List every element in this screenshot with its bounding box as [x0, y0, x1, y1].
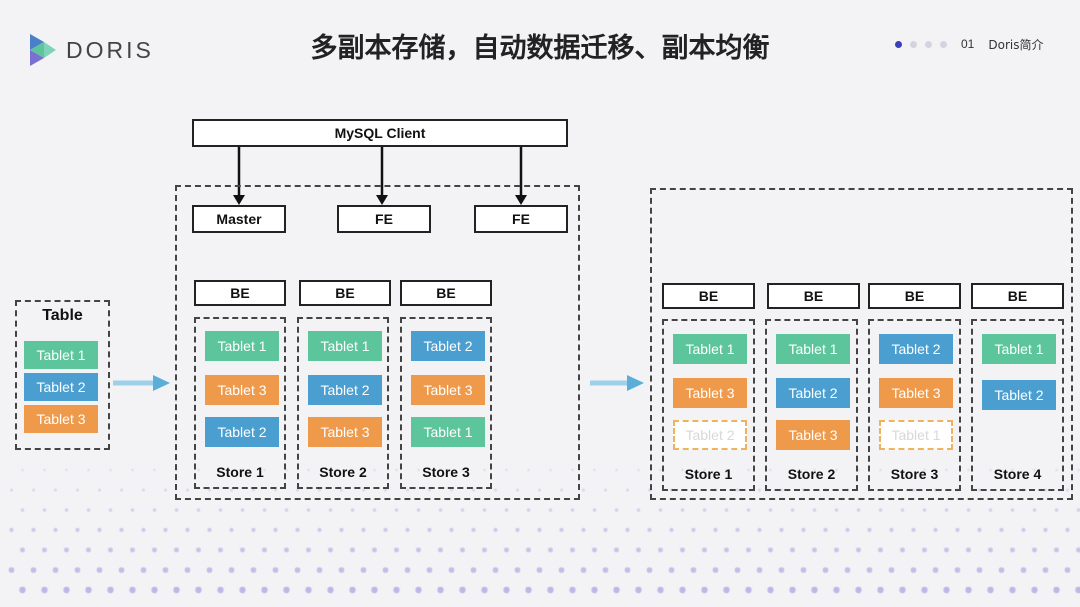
- store-container: [971, 319, 1064, 491]
- arrow-head: [233, 195, 245, 205]
- source-table-container: [15, 300, 110, 450]
- flow-arrow-head: [153, 375, 170, 391]
- tablet: Tablet 3: [879, 378, 953, 408]
- page-title: 多副本存储，自动数据迁移、副本均衡: [310, 33, 770, 64]
- tablet: Tablet 3: [24, 405, 98, 433]
- be-node: BE: [299, 280, 391, 306]
- page-number: 01: [961, 37, 975, 51]
- table-title: Table: [42, 307, 83, 324]
- store-container: [662, 319, 755, 491]
- cluster-before-container: [175, 185, 580, 500]
- tablet: Tablet 2: [879, 334, 953, 364]
- tablet: Tablet 3: [673, 378, 747, 408]
- fe-node: FE: [474, 205, 568, 233]
- store-container: [868, 319, 961, 491]
- store-container: [765, 319, 858, 491]
- tablet: Tablet 3: [308, 417, 382, 447]
- store-label: Store 1: [216, 464, 264, 480]
- be-node: BE: [868, 283, 961, 309]
- page-indicator: 01 Doris简介: [895, 36, 1043, 52]
- be-node: BE: [971, 283, 1064, 309]
- tablet: Tablet 1: [24, 341, 98, 369]
- tablet: Tablet 3: [776, 420, 850, 450]
- store-label: Store 4: [993, 466, 1042, 482]
- page-dot[interactable]: [895, 40, 902, 48]
- tablet: Tablet 3: [411, 375, 485, 405]
- doris-logo-icon: [30, 34, 56, 66]
- store-label: Store 3: [422, 464, 470, 480]
- store-label: Store 2: [787, 466, 836, 482]
- arrow-head: [515, 195, 527, 205]
- tablet: Tablet 2: [776, 378, 850, 408]
- store-container: [297, 317, 389, 489]
- tablet: Tablet 1: [673, 334, 747, 364]
- doris-logo: DORIS: [26, 32, 176, 68]
- page-dot[interactable]: [940, 40, 947, 48]
- migrated-tablet-placeholder: Tablet 2: [673, 420, 747, 450]
- be-node: BE: [194, 280, 286, 306]
- mysql-client-box: MySQL Client: [192, 119, 568, 147]
- tablet: Tablet 2: [205, 417, 279, 447]
- be-node: BE: [767, 283, 860, 309]
- cluster-after-container: [650, 188, 1073, 500]
- store-label: Store 1: [684, 466, 733, 482]
- section-label: Doris简介: [988, 37, 1044, 52]
- logo-text: DORIS: [66, 36, 154, 63]
- fe-node: FE: [337, 205, 431, 233]
- tablet: Tablet 3: [205, 375, 279, 405]
- tablet: Tablet 1: [308, 331, 382, 361]
- flow-arrow-head: [627, 375, 644, 391]
- page-dot[interactable]: [925, 40, 932, 48]
- be-node: BE: [400, 280, 492, 306]
- master-node: Master: [192, 205, 286, 233]
- store-container: [194, 317, 286, 489]
- page-dot[interactable]: [910, 40, 917, 48]
- tablet: Tablet 1: [205, 331, 279, 361]
- arrow-head: [376, 195, 388, 205]
- tablet: Tablet 1: [982, 334, 1056, 364]
- store-label: Store 3: [890, 466, 939, 482]
- be-node: BE: [662, 283, 755, 309]
- store-label: Store 2: [319, 464, 367, 480]
- tablet: Tablet 2: [24, 373, 98, 401]
- tablet: Tablet 1: [776, 334, 850, 364]
- tablet: Tablet 2: [308, 375, 382, 405]
- tablet: Tablet 1: [411, 417, 485, 447]
- tablet: Tablet 2: [411, 331, 485, 361]
- migrated-tablet-placeholder: Tablet 1: [879, 420, 953, 450]
- store-container: [400, 317, 492, 489]
- tablet: Tablet 2: [982, 380, 1056, 410]
